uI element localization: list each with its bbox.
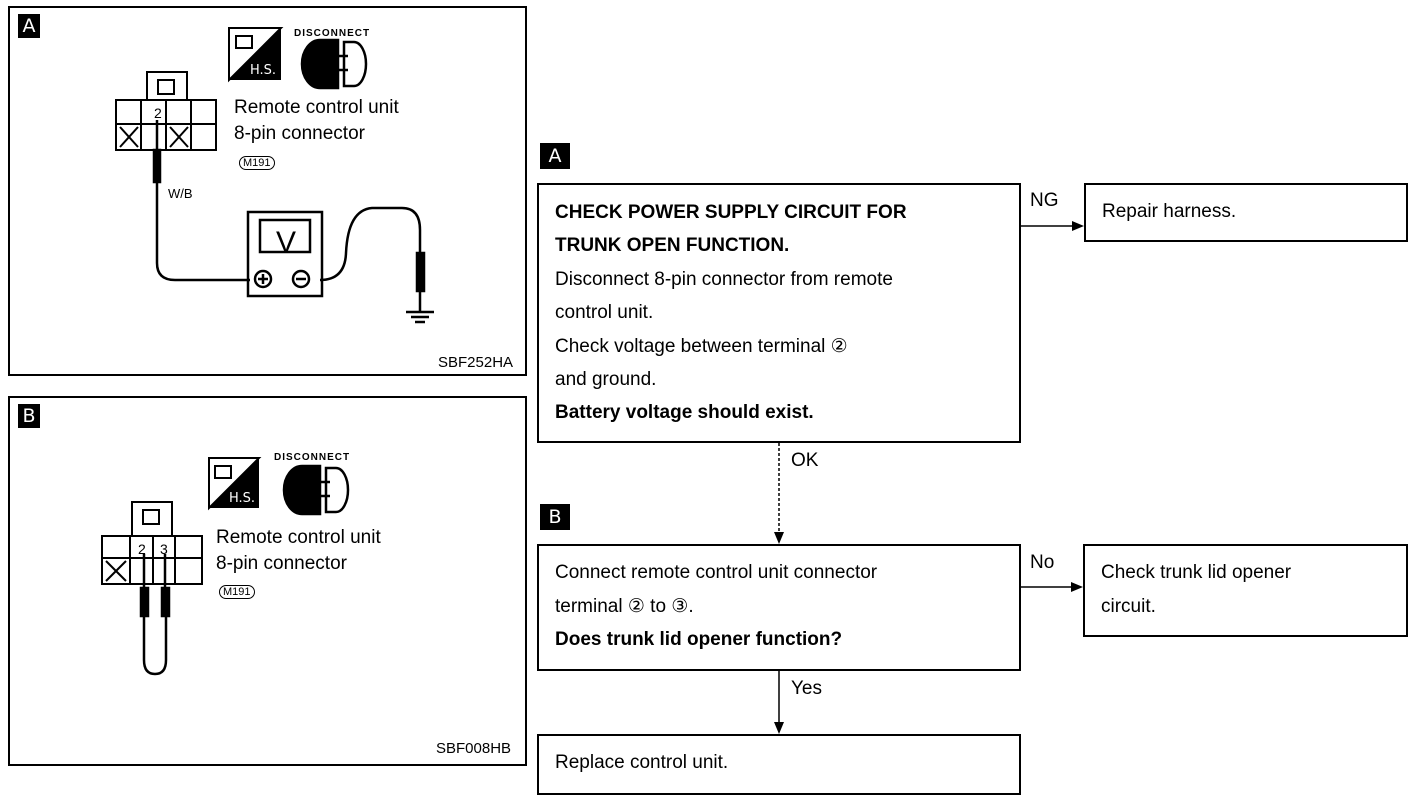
panel-b-pin-label-3: 3 — [160, 541, 168, 557]
panel-b-figure-code: SBF008HB — [436, 740, 512, 757]
step1-line4: control unit. — [555, 302, 654, 323]
connector-b — [101, 501, 203, 585]
no-result-line2: circuit. — [1101, 596, 1156, 617]
panel-b-pin-label-2: 2 — [138, 541, 146, 557]
step2-line1: Connect remote control unit connector — [555, 562, 878, 583]
voltmeter — [246, 210, 324, 298]
yes-label: Yes — [791, 678, 822, 699]
flow-badge-b: B — [540, 504, 570, 530]
step2-line3: Does trunk lid opener function? — [555, 629, 843, 650]
ok-label: OK — [791, 450, 819, 471]
step1-line7: Battery voltage should exist. — [555, 402, 814, 423]
panel-a-badge: A — [18, 14, 40, 38]
svg-text:H.S.: H.S. — [229, 491, 255, 506]
connector-a — [115, 71, 217, 151]
panel-b-disconnect-label: DISCONNECT — [274, 452, 351, 463]
svg-text:H.S.: H.S. — [250, 63, 276, 78]
step1-title-line1: CHECK POWER SUPPLY CIRCUIT FOR — [555, 202, 907, 223]
step1-box: CHECK POWER SUPPLY CIRCUIT FOR TRUNK OPE… — [537, 183, 1021, 443]
final-result-text: Replace control unit. — [555, 752, 729, 773]
ng-arrowhead — [1072, 221, 1084, 231]
no-label: No — [1030, 552, 1055, 573]
panel-b-connector-line2: 8-pin connector — [216, 553, 347, 574]
no-result-box: Check trunk lid opener circuit. — [1083, 544, 1408, 637]
step1-line6: and ground. — [555, 369, 657, 390]
step1-title-line2: TRUNK OPEN FUNCTION. — [555, 235, 790, 256]
hs-icon: H.S. — [208, 457, 262, 511]
step2-line2: terminal ② to ③. — [555, 596, 694, 617]
final-result-box: Replace control unit. — [537, 734, 1021, 795]
step1-line3: Disconnect 8-pin connector from remote — [555, 269, 893, 290]
diagram-panel-b: B DISCONNECT Remote control unit 8-pin c… — [8, 396, 527, 766]
disconnect-icon — [282, 464, 350, 516]
panel-a-disconnect-label: DISCONNECT — [294, 28, 371, 39]
yes-arrowhead — [774, 722, 784, 734]
ng-result-text: Repair harness. — [1102, 201, 1237, 222]
panel-a-pin-label: 2 — [154, 105, 162, 121]
step1-line5: Check voltage between terminal ② — [555, 336, 848, 357]
ng-label: NG — [1030, 190, 1059, 211]
hs-icon: H.S. — [228, 27, 284, 83]
no-result-line1: Check trunk lid opener — [1101, 562, 1292, 583]
jumper-wire-b — [139, 554, 171, 676]
panel-a-wire-label: W/B — [168, 186, 193, 201]
panel-b-drawing: H.S. — [101, 457, 350, 676]
diagram-panel-a: A DISCONNECT Remote control unit 8-pin c… — [8, 6, 527, 376]
panel-a-figure-code: SBF252HA — [438, 354, 514, 371]
panel-b-badge: B — [18, 404, 40, 428]
panel-a-connector-line2: 8-pin connector — [234, 123, 365, 144]
step2-box: Connect remote control unit connector te… — [537, 544, 1021, 671]
ng-result-box: Repair harness. — [1084, 183, 1408, 242]
probe-wire-a — [152, 120, 434, 324]
flow-badge-a: A — [540, 143, 570, 169]
panel-a-connector-code: M191 — [239, 156, 275, 170]
disconnect-icon — [300, 38, 368, 90]
panel-a-connector-line1: Remote control unit — [234, 97, 399, 118]
no-arrowhead — [1071, 582, 1083, 592]
ok-arrowhead — [774, 532, 784, 544]
panel-b-connector-code: M191 — [219, 585, 255, 599]
panel-a-drawing: H.S. — [115, 27, 434, 324]
panel-b-connector-line1: Remote control unit — [216, 527, 381, 548]
